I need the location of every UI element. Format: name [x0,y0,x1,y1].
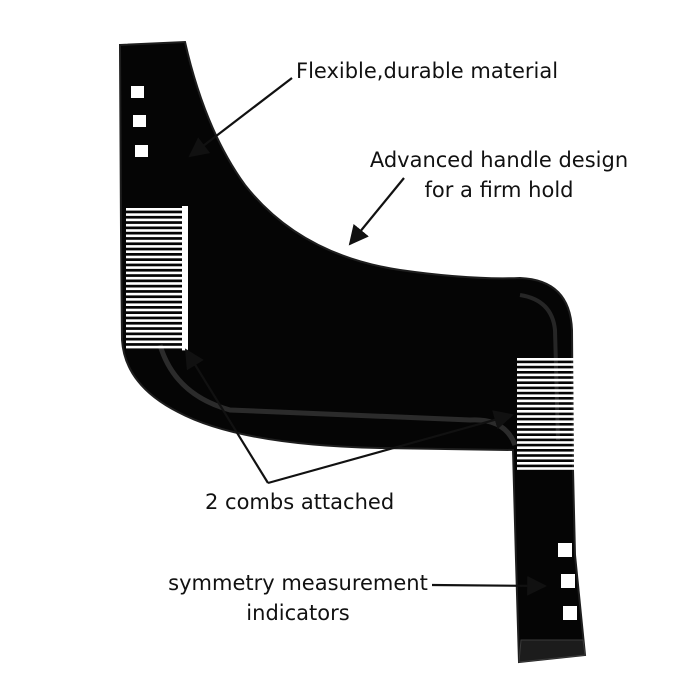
arrow-symmetry [431,575,547,596]
comb-tooth [517,451,577,455]
comb-tooth [126,261,184,264]
comb-tooth [126,208,184,211]
comb-tooth [126,255,184,259]
comb-tooth [517,462,577,465]
comb-tooth [126,276,184,280]
comb-tooth [517,425,577,429]
callout-handle-line1: Advanced handle design [369,148,629,172]
callout-combs-text: 2 combs attached [205,490,395,514]
arrow-comb-left [184,348,269,484]
comb-tooth [126,218,184,222]
indicator-square [135,145,148,157]
callout-combs: 2 combs attached [205,487,394,517]
comb-tooth [517,436,577,439]
callout-handle: Advanced handle design for a firm hold [368,145,630,205]
callout-arrows [184,77,547,596]
arrow-comb-right [267,410,514,485]
callout-symmetry-line1: symmetry measurement [168,571,428,595]
comb-tooth [126,287,184,291]
indicator-square [131,86,144,98]
comb-tooth [126,308,184,312]
comb-tooth [126,223,184,227]
comb-tooth [126,266,184,269]
comb-tooth [517,373,577,377]
comb-tooth [517,389,577,392]
callout-handle-line2: for a firm hold [424,178,574,202]
comb-tooth [126,298,184,301]
comb-tooth [126,239,184,243]
callout-symmetry-line2: indicators [246,601,350,625]
comb-tooth [517,410,577,413]
comb-tooth [517,378,577,382]
comb-tooth [517,404,577,408]
arrow-handle [348,177,405,246]
indicator-square [561,574,575,588]
comb-spine [182,206,188,351]
comb-tooth [517,456,577,460]
comb-tooth [517,363,577,366]
left-comb [126,206,188,351]
comb-tooth [517,420,577,423]
comb-tooth [126,324,184,328]
comb-spine [575,356,581,472]
comb-tooth [517,368,577,371]
comb-tooth [517,384,577,387]
indicator-square [133,115,146,127]
comb-tooth [126,329,184,333]
comb-tooth [126,250,184,253]
comb-tooth [517,415,577,418]
comb-tooth [517,394,577,397]
comb-tooth [517,467,577,470]
comb-tooth [126,319,184,322]
tool-body [118,40,587,664]
tool-bottom-facet [518,639,586,663]
tool-bevel-corner [519,293,560,441]
right-comb [517,356,581,472]
comb-tooth [126,245,184,248]
comb-tooth [517,399,577,403]
comb-tooth [126,314,184,317]
comb-tooth [126,340,184,344]
callout-material: Flexible,durable material [296,56,558,86]
indicator-square [563,606,577,620]
comb-tooth [126,303,184,306]
comb-tooth [517,441,577,444]
comb-tooth [126,234,184,238]
bottom-symmetry-indicators [558,543,577,620]
comb-tooth [126,229,184,232]
comb-tooth [126,292,184,296]
comb-tooth [126,282,184,285]
comb-tooth [126,213,184,216]
indicator-square [558,543,572,557]
arrow-material [188,77,293,158]
comb-tooth [126,335,184,338]
callout-material-text: Flexible,durable material [296,59,559,83]
top-symmetry-indicators [131,86,148,157]
comb-tooth [517,358,577,361]
comb-tooth [126,271,184,275]
comb-tooth [517,446,577,449]
comb-tooth [126,345,184,349]
callout-symmetry: symmetry measurement indicators [167,568,429,628]
comb-tooth [517,430,577,434]
